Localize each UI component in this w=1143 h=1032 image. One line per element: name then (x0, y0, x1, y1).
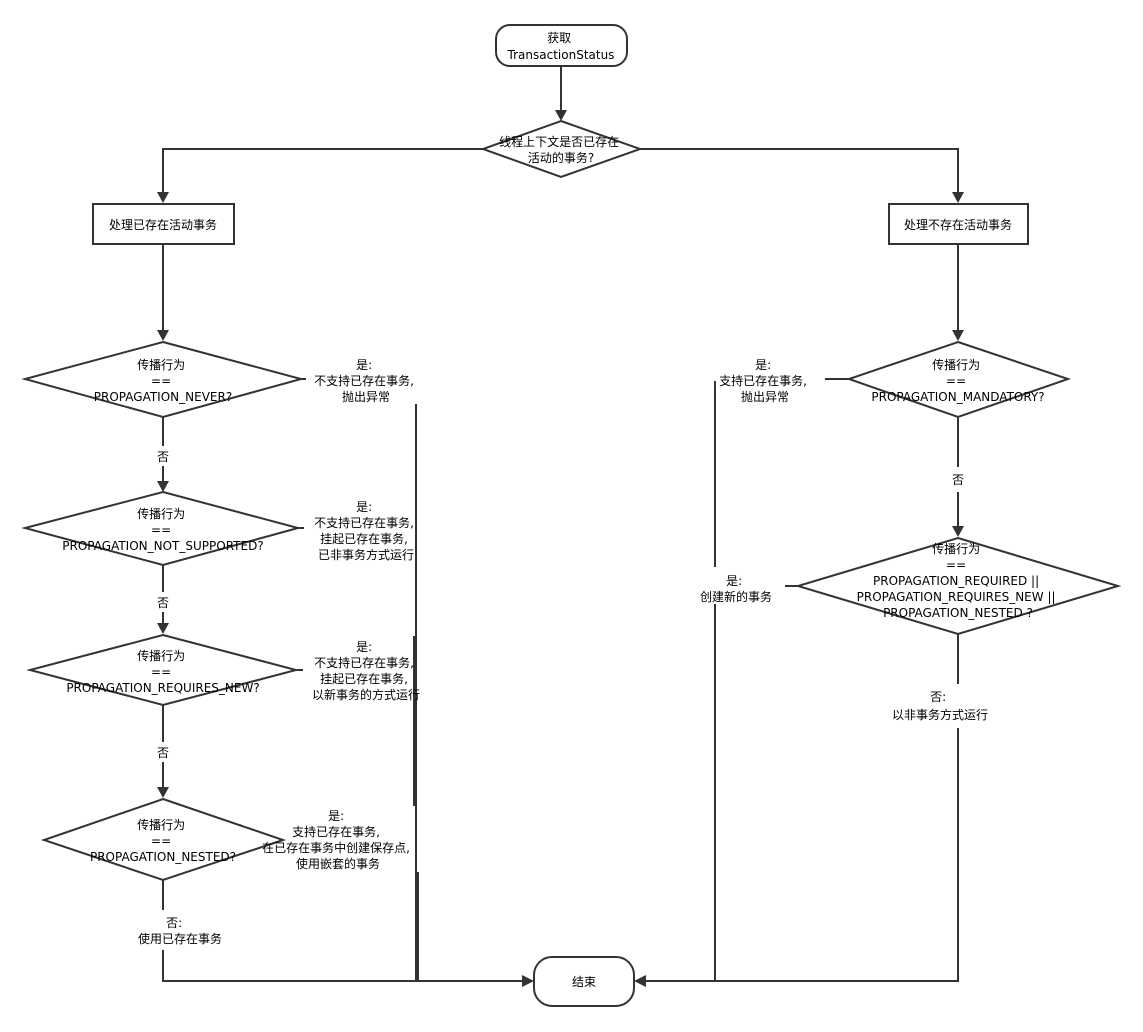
never-yes-label: 是: 不支持已存在事务, 抛出异常 (314, 358, 418, 404)
edge-labels: 是: 不支持已存在事务, 抛出异常 否 是: 不支持已存在事务, 挂起已存在事务… (138, 358, 988, 946)
mandatory-no-label: 否 (952, 473, 964, 487)
edge-check-to-none (640, 148, 959, 192)
arrowhead (157, 192, 169, 203)
nodes (21, 24, 1122, 1007)
arrowhead (157, 481, 169, 492)
decision-required-label: 传播行为 == PROPAGATION_REQUIRED || PROPAGAT… (857, 541, 1060, 620)
never-no-label: 否 (157, 450, 169, 464)
arrowhead (952, 526, 964, 537)
required-yes-label: 是: 创建新的事务 (700, 574, 772, 604)
process-none-label: 处理不存在活动事务 (904, 217, 1012, 232)
process-none-box (888, 203, 1029, 245)
decision-required-diamond (794, 536, 1122, 636)
decision-never-label: 传播行为 == PROPAGATION_NEVER? (94, 357, 232, 404)
decision-mandatory-diamond (845, 340, 1072, 419)
edge-check-to-existing (162, 148, 483, 192)
start-terminal (495, 24, 628, 67)
decision-never-diamond (21, 340, 305, 419)
not-supported-yes-label: 是: 不支持已存在事务, 挂起已存在事务, 已非事务方式运行 (314, 500, 418, 562)
decision-nested-label: 传播行为 == PROPAGATION_NESTED? (90, 817, 236, 864)
end-label: 结束 (572, 975, 596, 989)
edges (157, 66, 964, 987)
node-labels: 获取 TransactionStatus 线程上下文是否已存在 活动的事务? 处… (62, 31, 1060, 989)
arrowhead (157, 623, 169, 634)
requires-new-yes-label: 是: 不支持已存在事务, 挂起已存在事务, 以新事务的方式运行 (312, 640, 420, 702)
edge-required-no (646, 728, 959, 982)
decision-context-label: 线程上下文是否已存在 活动的事务? (499, 134, 623, 165)
decision-mandatory-label: 传播行为 == PROPAGATION_MANDATORY? (871, 357, 1044, 404)
not-supported-no-label: 否 (157, 596, 169, 610)
process-existing-box (92, 203, 235, 245)
decision-requires-new-diamond (26, 633, 300, 707)
arrowhead (522, 975, 534, 987)
arrowhead (157, 330, 169, 341)
start-label: 获取 TransactionStatus (507, 31, 615, 62)
nested-no-label: 否: 使用已存在事务 (138, 916, 222, 946)
end-terminal (533, 956, 635, 1007)
arrowhead (555, 110, 567, 121)
requires-new-no-label: 否 (157, 746, 169, 760)
edge-nested-no (162, 950, 522, 982)
process-existing-label: 处理已存在活动事务 (109, 217, 217, 232)
decision-context-diamond (480, 119, 643, 179)
arrowhead (952, 192, 964, 203)
nested-yes-label: 是: 支持已存在事务, 在已存在事务中创建保存点, 使用嵌套的事务 (262, 809, 414, 871)
mandatory-yes-label: 是: 支持已存在事务, 抛出异常 (719, 358, 811, 404)
decision-not-supported-diamond (21, 490, 302, 567)
decision-nested-diamond (40, 797, 287, 882)
arrowhead (952, 330, 964, 341)
decision-requires-new-label: 传播行为 == PROPAGATION_REQUIRES_NEW? (66, 648, 259, 695)
arrowhead (634, 975, 646, 987)
arrowhead (157, 787, 169, 798)
required-no-label: 否: 以非事务方式运行 (892, 690, 988, 722)
decision-not-supported-label: 传播行为 == PROPAGATION_NOT_SUPPORTED? (62, 506, 263, 553)
